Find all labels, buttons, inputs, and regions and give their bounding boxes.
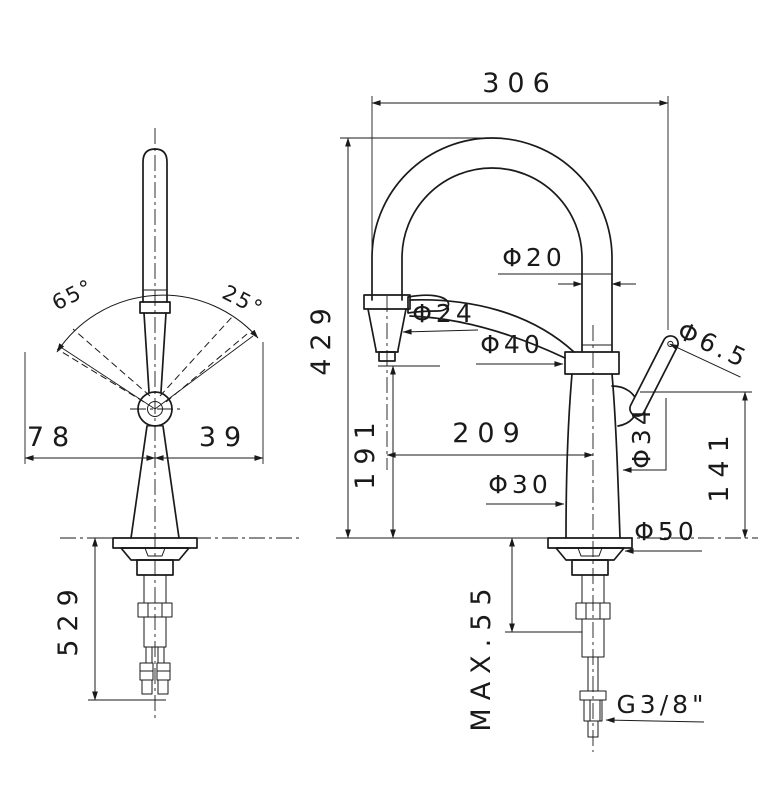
flange-front-inner xyxy=(577,547,603,557)
dim-angle-25: 25° xyxy=(218,280,267,321)
dim-max55: MAX.55 xyxy=(466,537,582,732)
body-side-left xyxy=(130,425,148,539)
dim-phi30-label: Φ30 xyxy=(488,470,552,499)
spray-head-collar xyxy=(363,294,411,310)
spout-arm-upper xyxy=(409,298,575,353)
flange-front-plate xyxy=(547,537,633,549)
spray-head-tip xyxy=(378,351,396,362)
dim-phi24: Φ24 xyxy=(402,299,479,335)
spray-head-lever xyxy=(407,294,450,314)
dim-209-label: 209 xyxy=(452,418,528,449)
angle-25-label: 25° xyxy=(218,280,267,321)
gooseneck-inner xyxy=(401,167,583,353)
handle-lever xyxy=(629,335,679,417)
dim-thread: G3/8" xyxy=(605,690,707,724)
hose-end-side-1 xyxy=(141,679,153,695)
hose-side-1 xyxy=(145,646,153,664)
spout-collar-side xyxy=(139,301,171,314)
flange-front-skirt xyxy=(555,547,625,561)
dim-phi24-label: Φ24 xyxy=(412,299,476,328)
flange-side-core xyxy=(136,559,174,576)
front-view: 306 429 191 209 Φ xyxy=(306,68,758,752)
dim-phi50: Φ50 xyxy=(624,517,702,554)
dim-529-label: 529 xyxy=(53,581,84,657)
dim-phi40: Φ40 xyxy=(476,330,564,367)
flange-side-skirt xyxy=(120,547,190,561)
dim-angle-65: 65° xyxy=(48,274,97,315)
dim-141: 141 xyxy=(640,391,752,539)
body-front-left xyxy=(565,373,573,539)
leader-phi65 xyxy=(669,343,741,378)
dim-phi34-label: Φ34 xyxy=(627,405,656,469)
body-front-right xyxy=(611,373,621,539)
threaded-shaft-side-lower xyxy=(143,616,167,648)
spout-taper-left xyxy=(143,312,150,393)
dim-529: 529 xyxy=(53,537,166,701)
swivel-dashed-right-1 xyxy=(159,316,233,397)
dim-141-label: 141 xyxy=(704,427,735,503)
dim-max55-label: MAX.55 xyxy=(466,580,497,731)
dim-thread-label: G3/8" xyxy=(616,690,707,719)
dim-39-label: 39 xyxy=(199,422,249,453)
dim-306-label: 306 xyxy=(482,68,558,99)
spout-side-outline xyxy=(142,148,168,303)
dim-phi20-label: Φ20 xyxy=(502,243,566,272)
swivel-dashed-left-1 xyxy=(72,328,151,397)
hose-side-2 xyxy=(157,646,165,664)
dim-191-label: 191 xyxy=(350,414,381,490)
flange-side-inner xyxy=(144,547,166,557)
hose-end-side-2 xyxy=(157,679,169,695)
dim-78-39: 78 39 xyxy=(24,342,264,464)
leader-phi34 xyxy=(622,398,667,473)
body-collar xyxy=(564,351,620,375)
swivel-arc xyxy=(56,294,259,353)
side-view: 65° 25° 78 39 529 xyxy=(24,128,300,718)
dim-phi50-label: Φ50 xyxy=(634,517,698,546)
flange-front-core xyxy=(571,559,609,576)
dim-191: 191 xyxy=(350,365,440,539)
hose-end-tube xyxy=(587,720,599,738)
dim-209: 209 xyxy=(386,418,594,458)
dim-phi20: Φ20 xyxy=(498,243,636,287)
dim-306: 306 xyxy=(371,68,669,330)
swivel-dashed-left-2 xyxy=(56,348,145,403)
leader-phi24 xyxy=(402,328,479,335)
dim-429-label: 429 xyxy=(306,300,337,376)
dim-phi40-label: Φ40 xyxy=(480,330,544,359)
angle-ray-left xyxy=(58,345,156,410)
dim-phi34: Φ34 xyxy=(622,398,667,473)
angle-ray-right xyxy=(154,335,254,410)
angle-65-label: 65° xyxy=(48,274,97,315)
spout-arm-lower xyxy=(409,315,566,359)
leader-thread xyxy=(605,717,705,724)
handle-lever-body xyxy=(629,335,679,417)
body-side-right xyxy=(162,425,180,539)
dim-phi65-label: Φ6.5 xyxy=(673,316,754,374)
dim-phi65: Φ6.5 xyxy=(669,316,754,378)
gooseneck-outer xyxy=(371,137,613,353)
spout-taper-right xyxy=(160,312,167,393)
dim-phi30: Φ30 xyxy=(486,470,565,507)
flange-side-plate xyxy=(112,537,198,549)
dim-78-label: 78 xyxy=(27,422,77,453)
dim-429: 429 xyxy=(306,137,548,539)
